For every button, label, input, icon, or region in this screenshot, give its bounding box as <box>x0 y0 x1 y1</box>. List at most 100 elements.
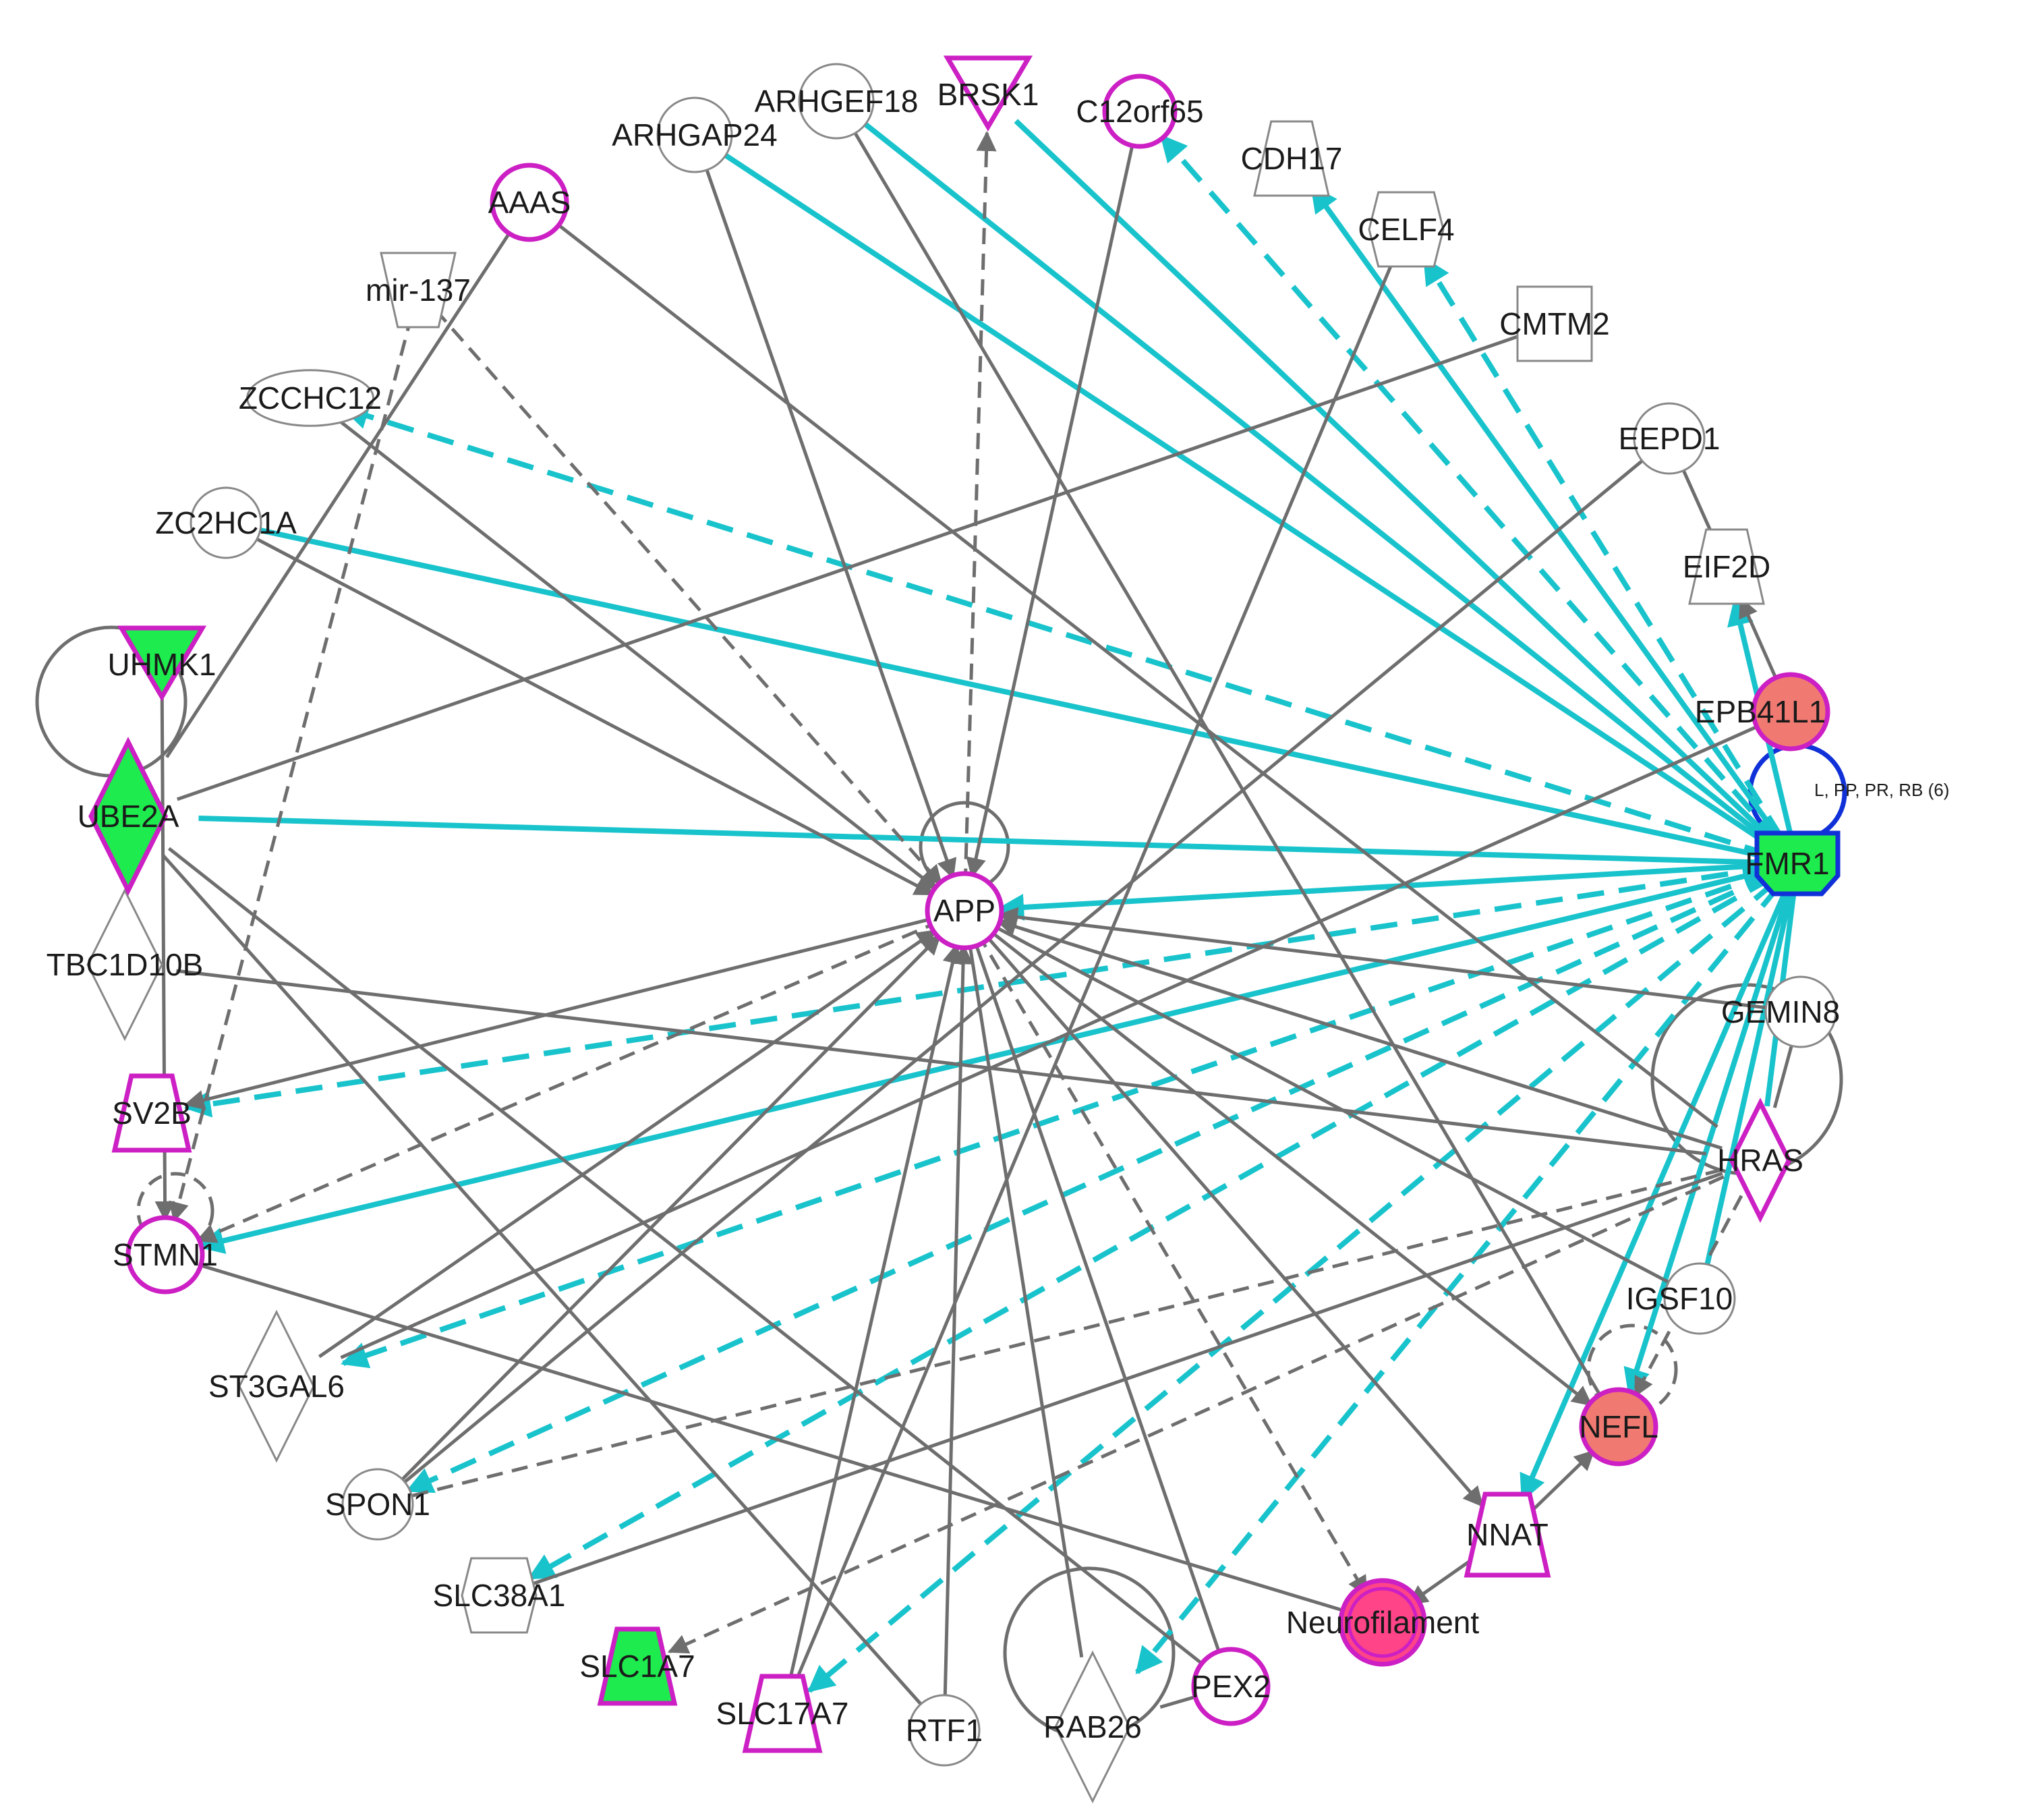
node-rab26[interactable] <box>1054 1650 1131 1804</box>
node-label-igsf10: IGSF10 <box>1626 1281 1733 1316</box>
node-slc17a7[interactable] <box>742 1674 823 1753</box>
node-nnat[interactable] <box>1464 1491 1551 1578</box>
edge-fmr1-to-arhgap24 <box>722 152 1776 851</box>
node-celf4[interactable] <box>1368 191 1445 268</box>
node-spon1[interactable] <box>341 1468 414 1541</box>
node-label-slc17a7: SLC17A7 <box>716 1696 849 1731</box>
edge-fmr1-to-c12orf65 <box>1159 134 1781 845</box>
node-gemin8[interactable] <box>1764 975 1837 1048</box>
node-neurofilament[interactable] <box>1338 1578 1427 1667</box>
edge-fmr1-to-arhgef18 <box>862 121 1777 849</box>
node-aaas[interactable] <box>490 163 569 242</box>
node-zc2hc1a[interactable] <box>190 486 262 559</box>
edge-gemin8-to-app <box>997 907 1777 1011</box>
edge-app-to-hras <box>988 917 1709 1146</box>
node-label-cmtm2: CMTM2 <box>1499 306 1610 341</box>
node-nefl[interactable] <box>1579 1387 1658 1467</box>
node-pex2[interactable] <box>1191 1647 1271 1726</box>
edge-app-to-nefl <box>983 925 1593 1406</box>
edge-c12orf65-to-app <box>966 135 1136 878</box>
node-label-cdh17: CDH17 <box>1241 141 1343 176</box>
edge-fmr1-to-nefl <box>1623 889 1792 1396</box>
node-igsf10[interactable] <box>1663 1262 1736 1335</box>
node-label-app: APP <box>933 893 995 928</box>
node-label-aaas: AAAS <box>488 185 571 220</box>
edge-fmr1-to-app <box>997 862 1770 921</box>
edge-app-to-brsk1 <box>963 130 997 885</box>
node-arhgef18[interactable] <box>798 63 875 140</box>
node-ube2a[interactable] <box>88 737 168 896</box>
node-label-zcchc12: ZCCHC12 <box>239 380 382 416</box>
node-slc38a1[interactable] <box>461 1557 538 1634</box>
edge-ube2a-to-pex2 <box>167 847 1205 1666</box>
node-stmn1[interactable] <box>125 1215 205 1295</box>
node-c12orf65[interactable] <box>1102 74 1178 149</box>
edge-app-to-pex2 <box>971 934 1221 1654</box>
edge-zc2hc1a-to-app <box>247 532 935 896</box>
edge-hras-to-slc38a1 <box>531 1172 1723 1586</box>
node-label-stmn1: STMN1 <box>113 1237 218 1272</box>
node-label-fmr1: FMR1 <box>1745 846 1829 881</box>
node-brsk1[interactable] <box>943 55 1033 132</box>
node-label-nnat: NNAT <box>1466 1517 1549 1552</box>
edge-app-to-nnat <box>980 929 1484 1508</box>
edge-rtf1-to-app <box>943 944 974 1706</box>
node-label-gemin8: GEMIN8 <box>1721 994 1840 1029</box>
node-label-rab26: RAB26 <box>1043 1709 1142 1744</box>
node-label-uhmk1: UHMK1 <box>107 647 216 682</box>
edge-app-to-stmn1 <box>196 919 942 1243</box>
edge-app-to-neurofilament <box>976 932 1368 1597</box>
edge-slc17a7-to-app <box>786 943 963 1689</box>
node-label-neurofilament: Neurofilament <box>1286 1605 1480 1640</box>
edge-st3gal6-to-app <box>318 929 937 1359</box>
edge-layer <box>124 119 1797 1709</box>
edge-igsf10-to-app <box>995 926 1679 1289</box>
node-label-epb41l1: EPB41L1 <box>1695 694 1826 729</box>
node-label-rtf1: RTF1 <box>906 1713 983 1748</box>
edge-fmr1-to-stmn1 <box>196 867 1771 1254</box>
node-st3gal6[interactable] <box>238 1309 315 1463</box>
node-label-celf4: CELF4 <box>1358 212 1454 247</box>
edge-ube2a-to-cmtm2 <box>176 333 1522 801</box>
node-tbc1d10b[interactable] <box>86 888 163 1042</box>
node-label-st3gal6: ST3GAL6 <box>208 1369 345 1404</box>
node-mir-137[interactable] <box>380 252 457 329</box>
node-hras[interactable] <box>1729 1098 1792 1223</box>
edge-fmr1-to-cdh17 <box>1310 185 1783 843</box>
edge-annotation: L, PP, PR, RB (6) <box>1814 780 1949 800</box>
edge-app-to-rab26 <box>966 936 1084 1658</box>
node-eepd1[interactable] <box>1633 402 1706 475</box>
edge-arhgap24-to-app <box>701 159 957 880</box>
node-label-sv2b: SV2B <box>112 1096 192 1131</box>
node-eif2d[interactable] <box>1688 528 1765 605</box>
edge-ube2a-to-rtf1 <box>161 853 923 1707</box>
edge-aaas-to-ube2a <box>165 223 517 758</box>
edge-arhgef18-to-nefl <box>848 122 1602 1398</box>
node-slc1a7[interactable] <box>597 1626 678 1706</box>
node-label-hras: HRAS <box>1717 1143 1803 1178</box>
edge-fmr1-to-zc2hc1a <box>258 527 1770 861</box>
edge-hras-to-slc1a7 <box>667 1175 1725 1654</box>
node-label-slc1a7: SLC1A7 <box>579 1649 695 1684</box>
edge-fmr1-to-ube2a <box>198 815 1770 865</box>
node-label-mir-137: mir-137 <box>366 273 471 308</box>
node-label-arhgap24: ARHGAP24 <box>612 117 777 152</box>
node-cdh17[interactable] <box>1253 120 1330 197</box>
edge-fmr1-to-brsk1 <box>1014 119 1779 846</box>
node-sv2b[interactable] <box>111 1073 192 1153</box>
node-label-ube2a: UBE2A <box>78 799 179 834</box>
node-fmr1[interactable] <box>1754 830 1841 897</box>
node-arhgap24[interactable] <box>656 96 733 173</box>
node-label-tbc1d10b: TBC1D10B <box>47 947 204 982</box>
edge-celf4-to-slc17a7 <box>794 252 1398 1682</box>
edge-eepd1-to-spon1 <box>402 453 1652 1485</box>
node-rtf1[interactable] <box>908 1694 981 1767</box>
edge-mir-137-to-app <box>434 308 943 886</box>
edge-fmr1-to-igsf10 <box>1704 890 1794 1267</box>
node-zcchc12[interactable] <box>246 369 374 427</box>
node-epb41l1[interactable] <box>1751 672 1830 751</box>
node-app[interactable] <box>925 871 1004 950</box>
node-cmtm2[interactable] <box>1516 285 1593 362</box>
node-uhmk1[interactable] <box>117 625 207 702</box>
